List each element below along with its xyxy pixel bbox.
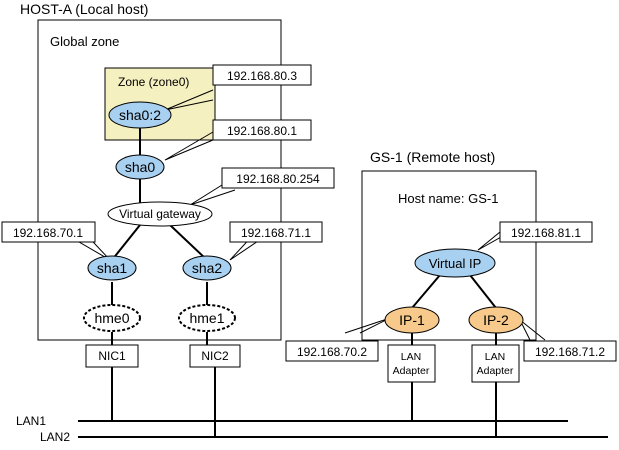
nic1-label: NIC1 bbox=[98, 349, 126, 363]
gs1-title: GS-1 (Remote host) bbox=[370, 149, 495, 165]
virtual-gateway bbox=[107, 201, 213, 227]
addr-sha0-box bbox=[212, 119, 312, 141]
zone0-label: Zone (zone0) bbox=[118, 75, 189, 89]
ip1-label: IP-1 bbox=[399, 312, 425, 328]
global-zone-label: Global zone bbox=[50, 34, 119, 49]
hme1-label: hme1 bbox=[189, 310, 224, 326]
addr-ip2-box bbox=[523, 340, 617, 362]
addr-virtual-ip-box bbox=[499, 221, 593, 243]
sha2-interface bbox=[182, 255, 232, 281]
virtual-ip-label: Virtual IP bbox=[429, 256, 482, 271]
addr-gateway: 192.168.80.254 bbox=[236, 172, 320, 186]
lan2-label: LAN2 bbox=[40, 430, 70, 444]
ip2-interface bbox=[468, 306, 524, 334]
addr-ip2: 192.168.71.2 bbox=[535, 345, 605, 359]
hme0-label: hme0 bbox=[94, 310, 129, 326]
lan-adapter-2-line2: Adapter bbox=[477, 365, 514, 377]
addr-sha2: 192.168.71.1 bbox=[241, 226, 311, 240]
gs1-links bbox=[411, 274, 497, 437]
lan-adapter-1-line2: Adapter bbox=[393, 365, 430, 377]
nic2-box bbox=[189, 344, 241, 368]
addr-sha0-2-box bbox=[212, 64, 312, 86]
addr-ip1: 192.168.70.2 bbox=[297, 345, 367, 359]
addr-gateway-box bbox=[221, 167, 335, 189]
sha0-2-interface bbox=[108, 101, 172, 129]
lan1-label: LAN1 bbox=[16, 414, 46, 428]
sha0-interface bbox=[115, 154, 165, 180]
virtual-ip-interface bbox=[414, 248, 496, 278]
ip2-label: IP-2 bbox=[483, 312, 509, 328]
hme0-interface bbox=[83, 304, 141, 332]
ip1-interface bbox=[384, 306, 440, 334]
addr-sha0: 192.168.80.1 bbox=[227, 124, 297, 138]
lan-adapter-1-box bbox=[387, 344, 436, 383]
virtual-gateway-label: Virtual gateway bbox=[119, 207, 201, 221]
host-a-links bbox=[111, 125, 216, 437]
addr-virtual-ip: 192.168.81.1 bbox=[511, 226, 581, 240]
sha2-label: sha2 bbox=[192, 260, 223, 276]
nic1-box bbox=[85, 344, 139, 368]
host-a-title: HOST-A (Local host) bbox=[20, 1, 148, 17]
sha0-label: sha0 bbox=[125, 159, 156, 175]
addr-sha1-box bbox=[1, 221, 96, 243]
sha1-label: sha1 bbox=[97, 260, 128, 276]
addr-sha1: 192.168.70.1 bbox=[13, 226, 83, 240]
lan-adapter-2-box bbox=[471, 344, 520, 383]
gs1-host-name: Host name: GS-1 bbox=[398, 191, 498, 206]
lan-adapter-2-line1: LAN bbox=[485, 351, 505, 363]
nic2-label: NIC2 bbox=[201, 349, 229, 363]
lan-adapter-1-line1: LAN bbox=[401, 351, 421, 363]
hme1-interface bbox=[178, 304, 236, 332]
sha1-interface bbox=[87, 255, 137, 281]
addr-sha2-box bbox=[229, 221, 323, 243]
addr-sha0-2: 192.168.80.3 bbox=[227, 69, 297, 83]
sha0-2-label: sha0:2 bbox=[119, 107, 161, 123]
addr-ip1-box bbox=[285, 340, 379, 362]
